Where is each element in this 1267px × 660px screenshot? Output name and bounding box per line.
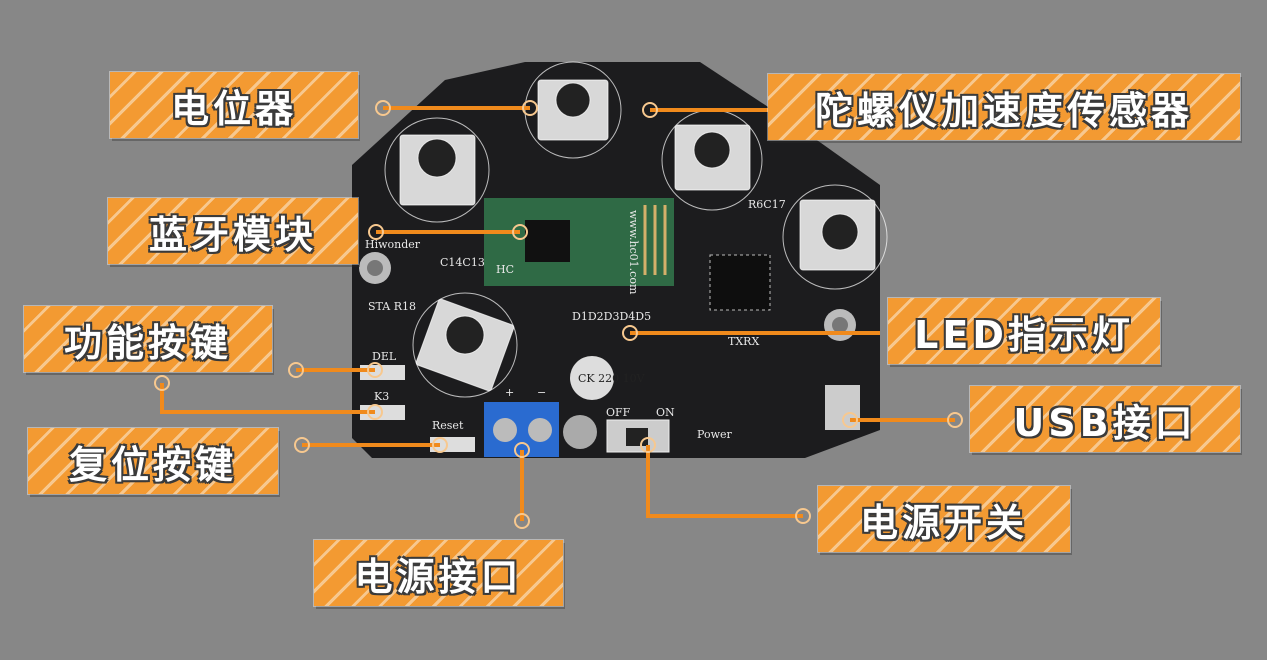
bt-url: www.hc01.com	[627, 210, 640, 295]
reset-button	[430, 437, 475, 452]
power-text: Power	[697, 428, 733, 441]
bluetooth-module	[484, 198, 674, 286]
label-bluetooth: 蓝牙模块	[107, 197, 359, 265]
label-reset-key: 复位按键	[27, 427, 279, 495]
leader-endpoints	[154, 100, 963, 529]
capacitor	[570, 356, 614, 400]
mcu-chip	[709, 254, 771, 311]
led-text: D1D2D3D4D5	[572, 310, 651, 323]
label-power-switch: 电源开关	[817, 485, 1071, 553]
sta-text: STA R18	[368, 300, 416, 313]
r6c17-text: R6C17	[748, 198, 786, 211]
on-text: ON	[656, 406, 675, 419]
potentiometer-icons	[384, 61, 888, 398]
caps-text: C14C13	[440, 256, 485, 269]
bt-mark: HC	[496, 263, 514, 276]
label-gyro-sensor: 陀螺仪加速度传感器	[767, 73, 1241, 141]
txrx-text: TXRX	[728, 335, 759, 348]
minus-text: −	[537, 386, 546, 399]
label-power-port: 电源接口	[313, 539, 564, 607]
reset-text: Reset	[432, 419, 464, 432]
del-text: DEL	[372, 350, 397, 363]
k3-text: K3	[374, 390, 389, 403]
usb-port	[825, 385, 860, 430]
capacitor-text: CK 220 10V	[578, 372, 646, 385]
plus-text: +	[505, 386, 514, 399]
label-usb: USB接口	[969, 385, 1241, 453]
label-function-keys: 功能按键	[23, 305, 273, 373]
brand-text: Hiwonder	[365, 238, 421, 251]
off-text: OFF	[606, 406, 631, 419]
leader-lines	[160, 106, 955, 521]
label-potentiometer: 电位器	[109, 71, 359, 139]
label-led: LED指示灯	[887, 297, 1161, 365]
